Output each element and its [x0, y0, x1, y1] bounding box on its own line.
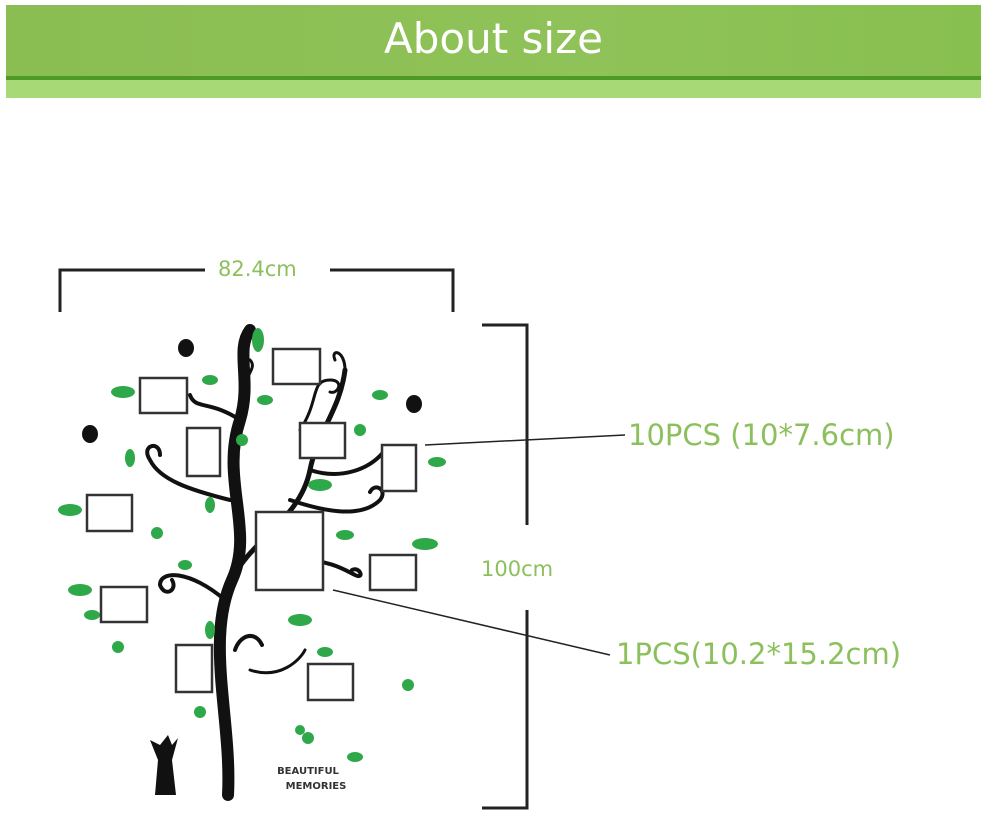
large-frame [254, 510, 325, 592]
cat-silhouette [150, 735, 178, 795]
small-frames-label: 10PCS (10*7.6cm) [628, 418, 895, 452]
dimension-brackets [58, 268, 529, 810]
decal-caption-1: BEAUTIFUL [277, 766, 339, 777]
width-label: 82.4cm [218, 257, 297, 281]
width-bracket-right [330, 268, 455, 312]
page-title: About size [384, 14, 603, 63]
callout-lines [332, 434, 626, 656]
height-label: 100cm [481, 557, 554, 581]
flowers [112, 424, 414, 744]
leaves [58, 328, 446, 762]
tree [145, 324, 387, 801]
height-bracket-top [482, 323, 529, 525]
height-bracket-bottom [482, 610, 529, 810]
banner-divider [6, 76, 981, 80]
decal-caption-2: MEMORIES [286, 781, 347, 792]
large-frame-label: 1PCS(10.2*15.2cm) [616, 637, 902, 671]
photo-frames [85, 347, 418, 702]
header-banner [6, 5, 981, 78]
banner-lower-strip [6, 80, 981, 98]
width-bracket-left [58, 268, 205, 312]
butterflies [82, 339, 422, 443]
